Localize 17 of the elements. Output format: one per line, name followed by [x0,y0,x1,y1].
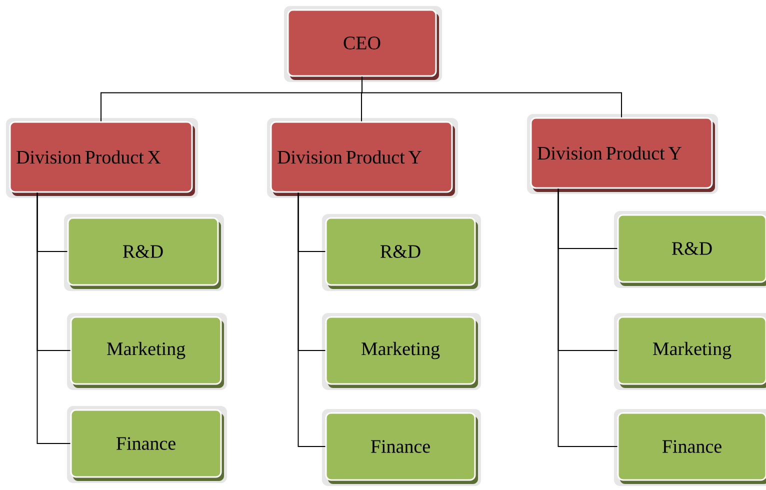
division-box: Division Product Y [267,118,458,198]
department-box: Finance [322,409,481,486]
department-box: Marketing [614,313,766,390]
connector-line [362,76,622,118]
department-box: Finance [67,406,227,483]
connector-line [558,188,618,447]
department-box: R&D [614,211,766,288]
connector-line [36,192,71,444]
department-box: Marketing [322,313,481,390]
executive-box: CEO [284,6,442,82]
department-box: R&D [322,214,481,291]
department-box: Marketing [67,313,227,390]
division-box: Division Product Y [527,114,718,194]
division-box: Division Product X [6,118,198,198]
department-box: Finance [614,409,766,486]
department-box: R&D [64,214,224,291]
connector-line [298,192,326,447]
